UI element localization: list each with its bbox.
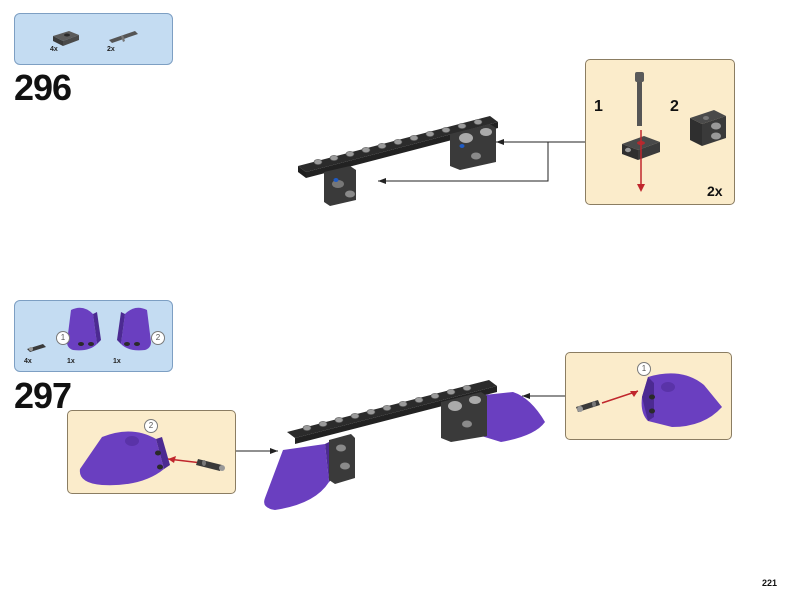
part-qty: 1x	[113, 358, 121, 365]
substep-2: 2	[670, 98, 679, 115]
connector-pair-icon	[690, 110, 726, 146]
parts-list-297: 4x 1 1x 2 1x	[14, 300, 173, 372]
purple-panel-right-icon	[117, 307, 151, 351]
part-qty: 2x	[107, 46, 115, 53]
multiplier-label: 2x	[707, 183, 723, 199]
step-number: 297	[14, 375, 72, 416]
parts-list-296: 4x 2x	[14, 13, 173, 65]
part-marker-2: 2	[151, 331, 165, 345]
beam-assembly-297	[264, 380, 545, 510]
purple-panel-left-icon	[67, 307, 101, 351]
callout-marker-1: 1	[637, 362, 651, 376]
pin-insert-right-icon	[576, 373, 722, 427]
callout-297-right: 1	[565, 352, 732, 440]
callout-296: 1 2 2x	[585, 59, 735, 205]
connector-block-icon	[53, 31, 79, 46]
part-marker-1: 1	[56, 331, 70, 345]
axle-pin-icon	[109, 31, 138, 43]
callout-marker-2: 2	[144, 419, 158, 433]
page-number: 221	[762, 578, 778, 588]
substep-1: 1	[594, 98, 603, 115]
pin-insert-left-icon	[79, 431, 225, 486]
axle-pin-insert-icon	[622, 72, 660, 192]
beam-assembly-296	[298, 116, 498, 206]
callout-297-left: 2	[67, 410, 236, 494]
step-number: 296	[14, 67, 72, 108]
part-qty: 4x	[24, 358, 32, 365]
part-qty: 1x	[67, 358, 75, 365]
part-qty: 4x	[50, 46, 58, 53]
pin-icon	[27, 344, 46, 352]
